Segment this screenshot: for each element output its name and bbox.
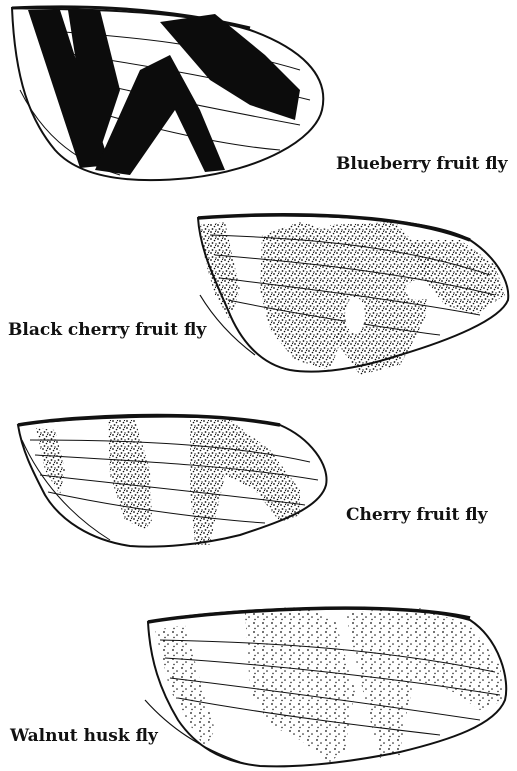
costal-margin [18, 416, 280, 425]
wing-cherry [18, 416, 327, 547]
stippled-bands [155, 606, 505, 762]
caption-cherry: Cherry fruit fly [346, 505, 488, 525]
wing-walnut-husk [145, 606, 506, 766]
caption-blueberry: Blueberry fruit fly [336, 154, 508, 174]
caption-walnut-husk: Walnut husk fly [10, 726, 158, 746]
caption-black-cherry: Black cherry fruit fly [8, 320, 206, 340]
wing-blueberry [12, 7, 323, 180]
wing-black-cherry [198, 215, 508, 375]
